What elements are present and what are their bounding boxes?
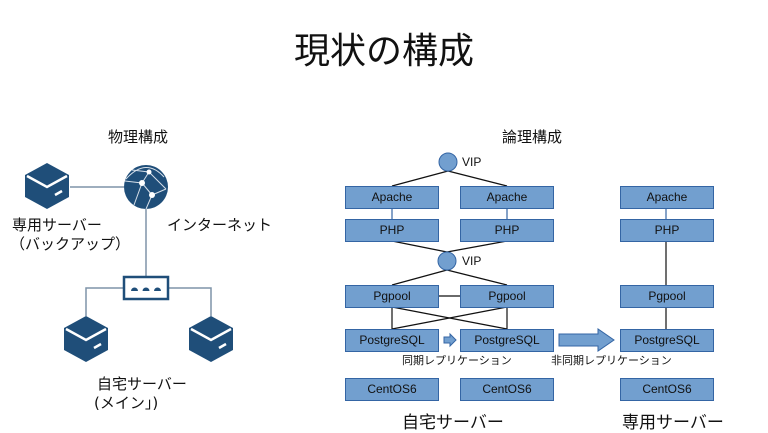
logical-connectors xyxy=(391,170,667,330)
home-server-sublabel: (メイン」) xyxy=(94,394,159,412)
async-replication-arrow-icon xyxy=(558,328,615,352)
centos-box: CentOS6 xyxy=(345,378,439,401)
pgpool-box: Pgpool xyxy=(345,285,439,308)
backup-server-icon xyxy=(25,163,69,209)
physical-connectors xyxy=(70,186,212,316)
async-replication-label: 非同期レプリケーション xyxy=(551,354,672,367)
postgresql-box: PostgreSQL xyxy=(345,329,439,352)
home-server-icon xyxy=(64,316,108,362)
pgpool-box: Pgpool xyxy=(460,285,554,308)
network-switch-icon xyxy=(122,275,170,301)
apache-box: Apache xyxy=(620,186,714,209)
backup-server-sublabel: （バックアップ） xyxy=(10,235,131,253)
vip-db-label: VIP xyxy=(462,254,482,268)
internet-label: インターネット xyxy=(167,216,273,234)
apache-box: Apache xyxy=(460,186,554,209)
vip-db-icon xyxy=(437,251,457,271)
apache-box: Apache xyxy=(345,186,439,209)
home-server-icon xyxy=(189,316,233,362)
centos-box: CentOS6 xyxy=(460,378,554,401)
logical-heading: 論理構成 xyxy=(502,128,563,146)
postgresql-box: PostgreSQL xyxy=(460,329,554,352)
dedicated-server-caption: 専用サーバー xyxy=(622,413,724,433)
vip-web-label: VIP xyxy=(462,155,482,169)
centos-box: CentOS6 xyxy=(620,378,714,401)
slide-title: 現状の構成 xyxy=(293,31,474,72)
php-box: PHP xyxy=(460,219,554,242)
postgresql-box: PostgreSQL xyxy=(620,329,714,352)
pgpool-box: Pgpool xyxy=(620,285,714,308)
php-box: PHP xyxy=(620,219,714,242)
home-server-caption: 自宅サーバー xyxy=(402,413,504,433)
physical-heading: 物理構成 xyxy=(108,128,169,146)
switch-to-server-left-line xyxy=(85,287,124,316)
switch-to-server-right-line xyxy=(168,287,212,316)
sync-replication-label: 同期レプリケーション xyxy=(402,354,512,367)
home-server-label: 自宅サーバー xyxy=(97,375,187,393)
internet-globe-icon xyxy=(124,165,168,210)
backup-server-label: 専用サーバー xyxy=(12,216,102,234)
sync-replication-arrow-icon xyxy=(443,332,457,348)
vip-web-icon xyxy=(438,152,458,172)
php-box: PHP xyxy=(345,219,439,242)
